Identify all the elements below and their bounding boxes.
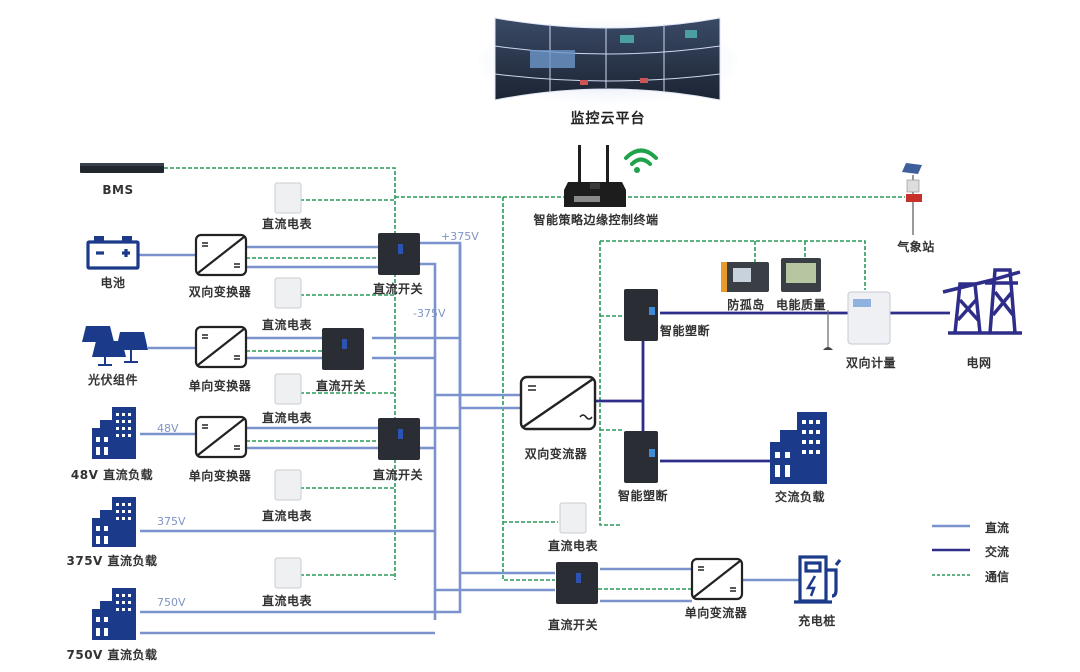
dc-meter-label-6: 直流电表 — [547, 539, 599, 553]
ac-load-label: 交流负载 — [774, 490, 826, 504]
power-quality-label: 电能质量 — [775, 298, 827, 312]
dc-meter-label-3: 直流电表 — [261, 411, 313, 425]
smart-mccb-label-1: 智能塑断 — [659, 324, 711, 338]
bidirectional-converter-box[interactable] — [194, 233, 248, 277]
anti-islanding-device[interactable] — [721, 262, 769, 292]
dc-switch-label-3: 直流开关 — [372, 468, 424, 482]
grid-label: 电网 — [966, 356, 992, 370]
legend-comm-label: 通信 — [985, 570, 1010, 584]
edge-terminal-device[interactable] — [564, 145, 626, 207]
load-375v-label: 375V 直流负载 — [66, 554, 158, 568]
battery-label: 电池 — [100, 276, 126, 290]
dc-switch-label-2: 直流开关 — [315, 379, 367, 393]
smart-mccb-label-2: 智能塑断 — [617, 489, 669, 503]
dc-switch-label-1: 直流开关 — [372, 282, 424, 296]
dc-meter-label-2: 直流电表 — [261, 318, 313, 332]
solar-panel-icon — [82, 326, 148, 366]
bidirectional-meter-label: 双向计量 — [845, 356, 897, 370]
pv-unidirectional-converter-box[interactable] — [194, 325, 248, 369]
power-grid-icon — [942, 268, 1022, 335]
legend-dc-label: 直流 — [985, 521, 1010, 535]
charging-pile-icon — [794, 555, 842, 604]
anti-islanding-label: 防孤岛 — [727, 298, 765, 312]
cloud-platform-title: 监控云平台 — [570, 111, 646, 127]
dc-meter-label-4: 直流电表 — [261, 509, 313, 523]
ac-lines — [596, 311, 950, 463]
charging-pile-label: 充电桩 — [798, 614, 836, 628]
converter-symbols — [202, 242, 736, 592]
pv-label: 光伏组件 — [87, 373, 139, 387]
cloud-platform-screens — [478, 17, 738, 104]
building-icon-ac-load — [770, 412, 827, 484]
voltage-neg-375: -375V — [413, 307, 446, 320]
48v-converter-label: 单向变换器 — [188, 469, 252, 483]
unidirectional-inverter-box[interactable] — [690, 557, 744, 601]
battery-icon — [86, 236, 140, 270]
dc-lines — [138, 241, 800, 635]
edge-terminal-label: 智能策略边缘控制终端 — [533, 213, 659, 227]
weather-station-device[interactable] — [902, 163, 922, 235]
pv-converter-label: 单向变换器 — [188, 379, 252, 393]
smart-mccbs[interactable] — [624, 289, 658, 483]
power-quality-device[interactable] — [781, 258, 821, 292]
dc-meters[interactable] — [274, 182, 587, 589]
building-icon-48v — [92, 407, 136, 459]
dc-switch-handles — [342, 244, 581, 583]
legend-ac-label: 交流 — [985, 545, 1010, 559]
48v-unidirectional-converter-box[interactable] — [194, 415, 248, 459]
bms-device[interactable] — [80, 163, 164, 173]
legend — [932, 524, 970, 576]
mccb-displays — [649, 307, 655, 457]
bidirectional-converter-label: 双向变换器 — [188, 285, 252, 299]
voltage-pos-375: +375V — [441, 230, 479, 243]
voltage-48: 48V — [157, 422, 179, 435]
bidirectional-inverter-box[interactable] — [519, 375, 597, 431]
bidirectional-inverter-label: 双向变流器 — [524, 447, 588, 461]
unidirectional-inverter-label: 单向变流器 — [684, 606, 748, 620]
wifi-icon — [624, 148, 658, 173]
voltage-375: 375V — [157, 515, 186, 528]
load-48v-label: 48V 直流负载 — [70, 468, 154, 482]
bidirectional-meter-device[interactable] — [823, 291, 891, 350]
voltage-750: 750V — [157, 596, 186, 609]
dc-meter-label-5: 直流电表 — [261, 594, 313, 608]
dc-switch-label-4: 直流开关 — [547, 618, 599, 632]
bms-label: BMS — [102, 183, 134, 197]
building-icon-750v — [92, 588, 136, 640]
dc-meter-label-1: 直流电表 — [261, 217, 313, 231]
load-750v-label: 750V 直流负载 — [66, 648, 158, 662]
weather-station-label: 气象站 — [897, 240, 935, 254]
building-icon-375v — [92, 497, 136, 547]
